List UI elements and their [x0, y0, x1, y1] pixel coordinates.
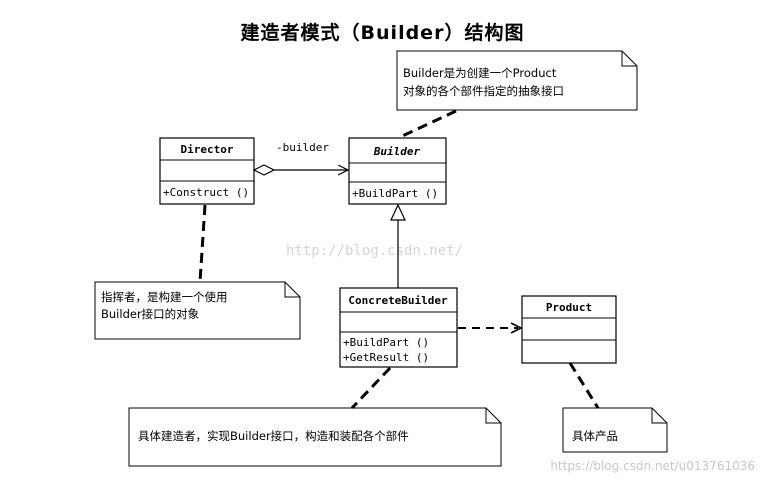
- note-concrete-builder-text: 具体建造者，实现Builder接口，构造和装配各个部件: [138, 429, 409, 443]
- class-concrete-builder-name: ConcreteBuilder: [348, 294, 448, 307]
- note-product-text: 具体产品: [572, 429, 618, 443]
- dependency-concrete-builder-product: [458, 322, 523, 334]
- note-director-line1: 指挥者，是构建一个使用: [101, 290, 228, 304]
- aggregation-role-label: -builder: [276, 141, 329, 154]
- watermark-center: http://blog.csdn.net/: [286, 243, 463, 259]
- class-concrete-builder-op-getresult: +GetResult (): [343, 351, 429, 364]
- note-product: 具体产品: [562, 362, 668, 453]
- note-builder: Builder是为创建一个Product 对象的各个部件指定的抽象接口: [396, 50, 638, 140]
- note-director: 指挥者，是构建一个使用 Builder接口的对象: [94, 204, 301, 340]
- note-director-line2: Builder接口的对象: [101, 307, 199, 321]
- note-builder-line1: Builder是为创建一个Product: [403, 66, 557, 80]
- note-concrete-builder: 具体建造者，实现Builder接口，构造和装配各个部件: [128, 366, 502, 467]
- aggregation-diamond: [252, 164, 276, 176]
- class-builder-name: Builder: [373, 145, 421, 158]
- diagram-title: 建造者模式（Builder）结构图: [240, 22, 525, 44]
- aggregation-director-builder: -builder: [252, 141, 348, 176]
- class-director-op-construct: +Construct (): [163, 186, 249, 199]
- class-builder-op-buildpart: +BuildPart (): [352, 187, 438, 200]
- class-concrete-builder-op-buildpart: +BuildPart (): [343, 336, 429, 349]
- note-builder-line2: 对象的各个部件指定的抽象接口: [403, 84, 564, 98]
- class-director: Director +Construct (): [159, 137, 255, 205]
- class-director-name: Director: [181, 143, 234, 156]
- generalization-triangle: [390, 203, 406, 221]
- class-concrete-builder: ConcreteBuilder +BuildPart () +GetResult…: [339, 287, 458, 368]
- generalization-concrete-builder: [390, 203, 406, 288]
- class-product: Product: [521, 295, 617, 364]
- watermark-corner: https://blog.csdn.net/u013761036: [550, 459, 755, 473]
- class-builder: Builder +BuildPart (): [348, 137, 447, 205]
- class-product-name: Product: [546, 301, 592, 314]
